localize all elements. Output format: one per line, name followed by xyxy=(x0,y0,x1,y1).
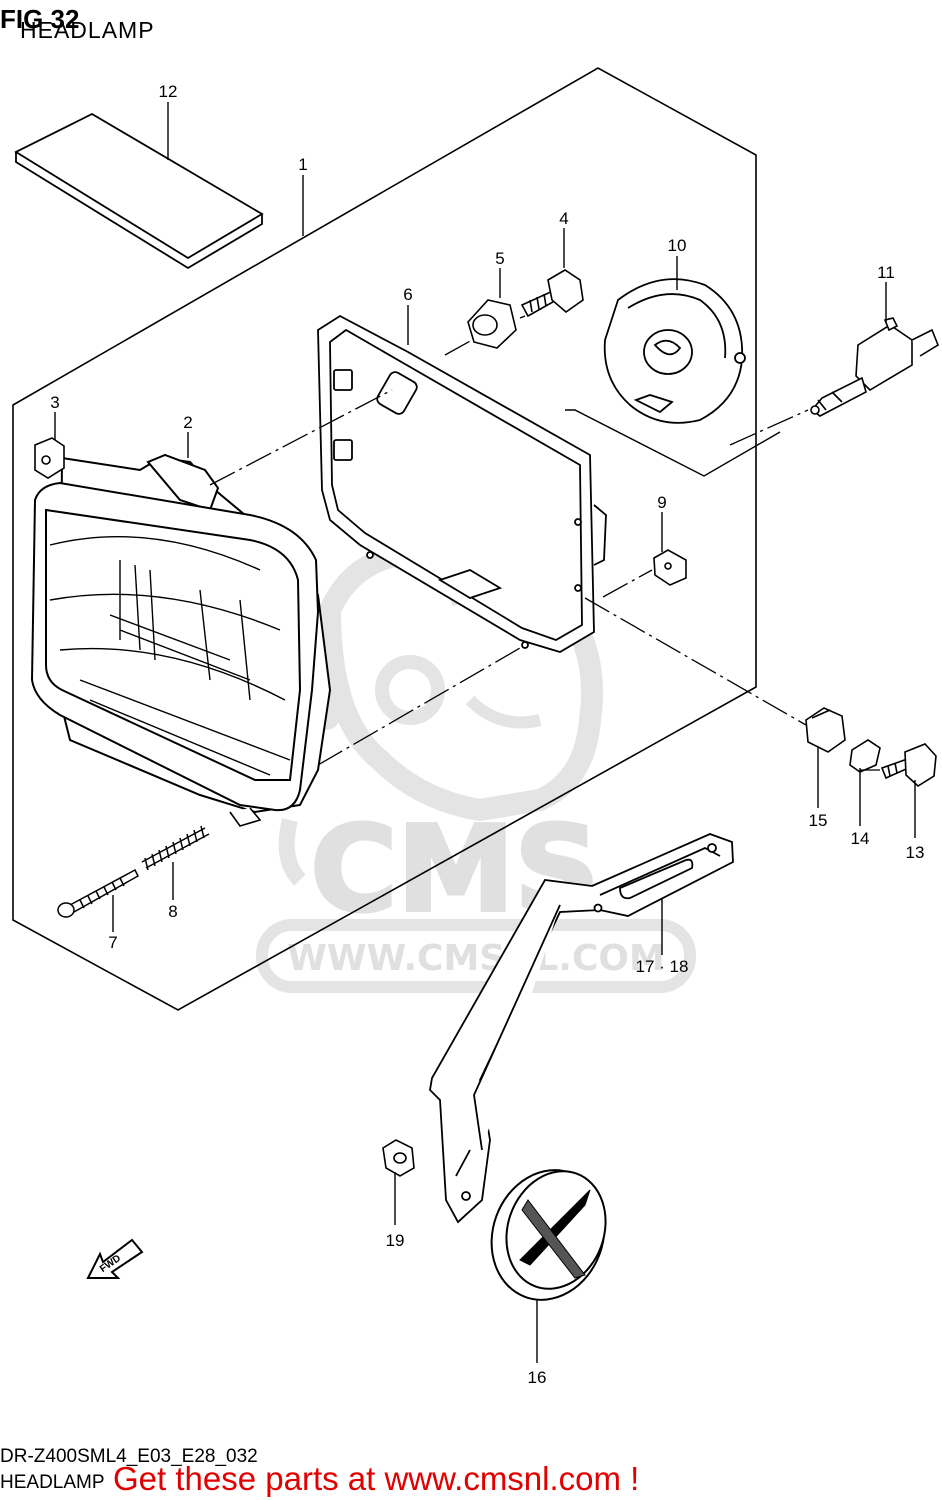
leader-lines xyxy=(54,102,916,1363)
promo-link[interactable]: Get these parts at www.cmsnl.com ! xyxy=(113,1460,639,1497)
callout-5: 5 xyxy=(495,249,504,268)
reflector-16 xyxy=(490,1169,607,1301)
callouts: 12 1 4 10 5 11 6 3 2 9 15 14 13 8 7 17 ·… xyxy=(50,82,924,1387)
callout-11: 11 xyxy=(877,263,895,282)
callout-4: 4 xyxy=(559,209,568,228)
screw-4 xyxy=(520,269,584,318)
grommet-15 xyxy=(805,707,846,753)
callout-3: 3 xyxy=(50,393,59,412)
model-code: DR-Z400SML4_E03_E28_032 xyxy=(0,1446,258,1467)
fig-label: FIG 32 xyxy=(0,4,79,34)
collar-14 xyxy=(849,739,881,773)
callout-17-18: 17 · 18 xyxy=(636,957,689,976)
watermark-url: WWW.CMSNL.COM xyxy=(287,938,665,979)
callout-6: 6 xyxy=(403,285,412,304)
section-name: HEADLAMP xyxy=(0,1472,105,1493)
assembly-outline xyxy=(12,67,757,1011)
fwd-arrow-icon: FWD xyxy=(86,1238,144,1279)
callout-10: 10 xyxy=(668,236,687,255)
watermark: CMS WWW.CMSNL.COM xyxy=(256,541,696,993)
socket-cover-10 xyxy=(603,278,746,424)
callout-19: 19 xyxy=(386,1231,405,1250)
callout-9: 9 xyxy=(657,493,666,512)
grommet-5 xyxy=(467,299,517,349)
headlamp-frame xyxy=(317,314,607,653)
adjust-screw-7 xyxy=(57,868,139,918)
bolt-13 xyxy=(880,743,937,788)
callout-15: 15 xyxy=(809,811,828,830)
callout-12: 12 xyxy=(159,82,178,101)
callout-13: 13 xyxy=(906,843,925,862)
callout-14: 14 xyxy=(851,829,870,848)
spring-8 xyxy=(141,825,210,871)
assembly-lines xyxy=(209,315,880,771)
bulb-area-outline xyxy=(565,409,781,477)
grommet-19 xyxy=(382,1139,415,1177)
callout-16: 16 xyxy=(528,1368,547,1387)
callout-7: 7 xyxy=(108,933,117,952)
callout-8: 8 xyxy=(168,902,177,921)
callout-2: 2 xyxy=(183,413,192,432)
bracket-17-18 xyxy=(429,833,734,1224)
fig-title: HEADLAMP xyxy=(20,17,155,43)
clip-nut-3 xyxy=(34,437,65,479)
headlamp-unit xyxy=(30,453,332,827)
clip-nut-9 xyxy=(653,549,687,586)
label-pad xyxy=(14,112,264,270)
bulb-11 xyxy=(810,317,939,417)
callout-1: 1 xyxy=(298,155,307,174)
